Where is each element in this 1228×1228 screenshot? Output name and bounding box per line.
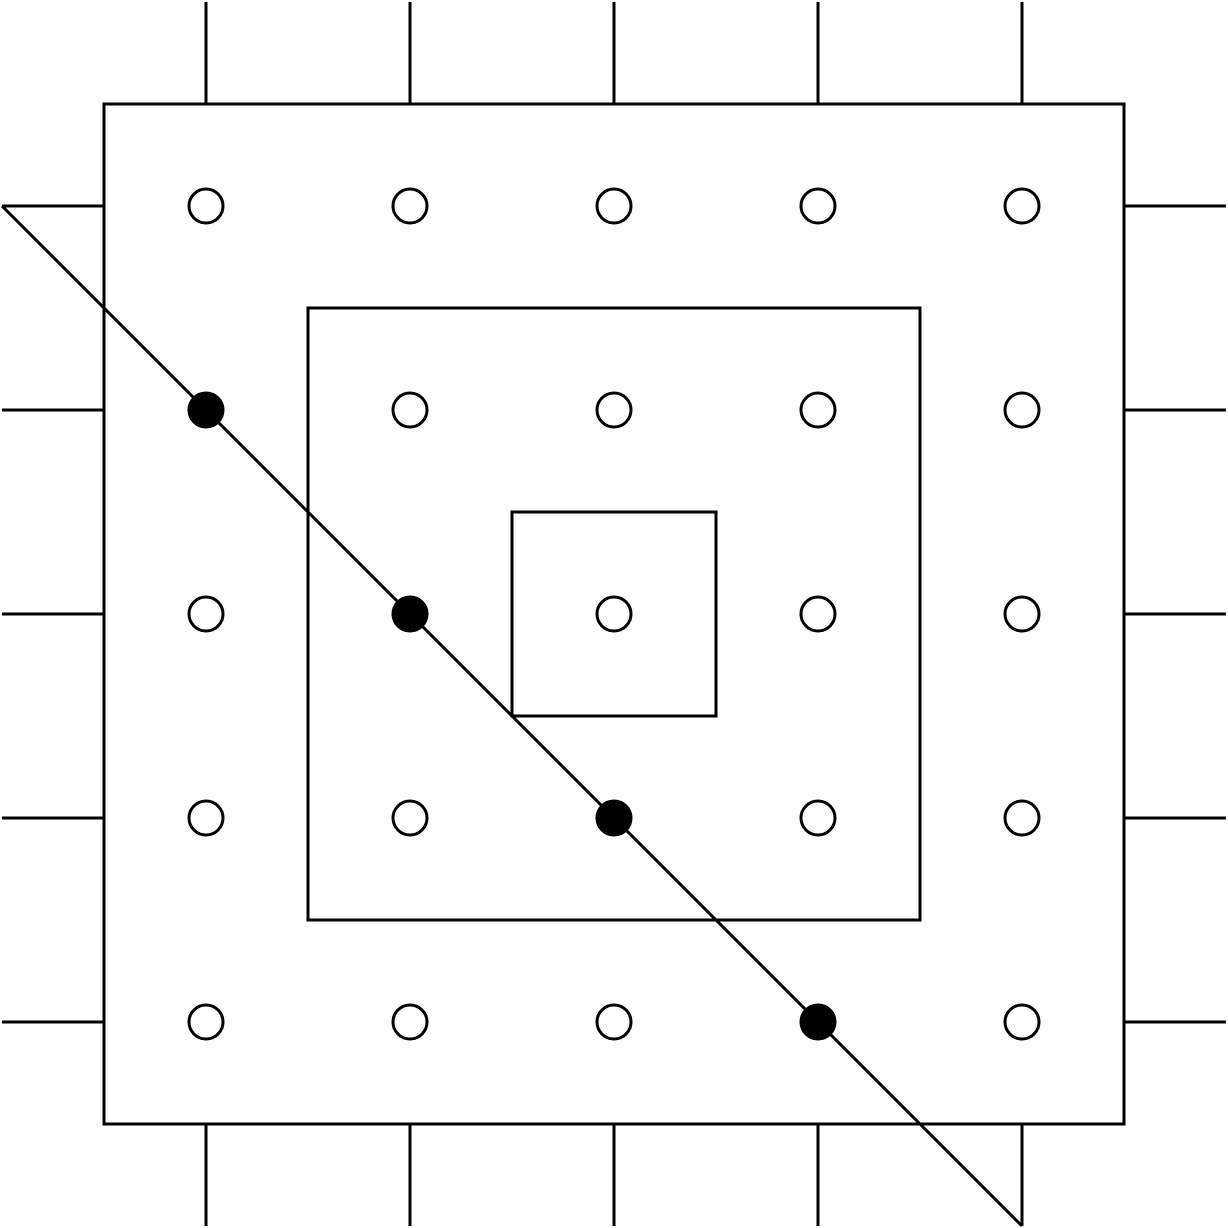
outer-square	[102, 102, 1126, 1126]
open-point	[391, 799, 429, 837]
open-point	[799, 391, 837, 429]
open-point	[595, 391, 633, 429]
open-point	[391, 391, 429, 429]
open-point	[1003, 187, 1041, 225]
open-point	[595, 1003, 633, 1041]
open-point	[595, 187, 633, 225]
filled-point	[391, 595, 429, 633]
open-point	[799, 187, 837, 225]
open-point	[187, 799, 225, 837]
filled-point	[595, 799, 633, 837]
middle-square	[306, 306, 922, 922]
open-point	[1003, 799, 1041, 837]
open-point	[1003, 391, 1041, 429]
open-point	[187, 1003, 225, 1041]
open-point	[799, 799, 837, 837]
filled-point	[187, 391, 225, 429]
open-point	[595, 595, 633, 633]
open-point	[799, 595, 837, 633]
open-point	[391, 187, 429, 225]
grid-points	[187, 187, 1041, 1041]
open-point	[187, 595, 225, 633]
diagonal-line-group	[0, 204, 1024, 1228]
filled-point	[799, 1003, 837, 1041]
open-point	[1003, 1003, 1041, 1041]
open-point	[391, 1003, 429, 1041]
nested-squares	[102, 102, 1126, 1126]
open-point	[1003, 595, 1041, 633]
inner-square	[510, 510, 718, 718]
open-point	[187, 187, 225, 225]
diagonal-line	[0, 204, 1024, 1228]
